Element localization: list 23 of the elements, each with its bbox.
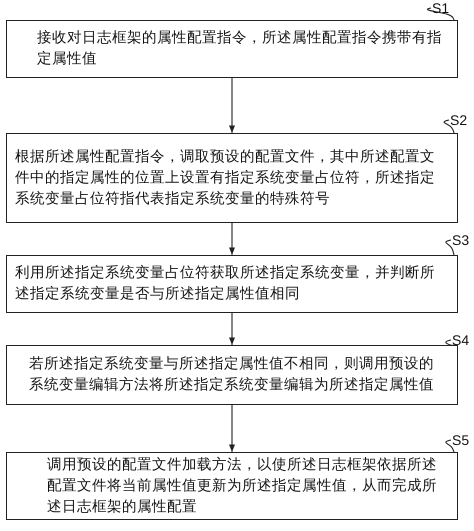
process-box	[6, 345, 458, 405]
step-label: S4	[452, 332, 470, 348]
step-text: 调用预设的配置文件加载方法，以使所述日志框架依据所述配置文件将当前属性值更新为所述指定属性值，从而完成所述日志框架的属性配置	[47, 456, 438, 516]
step-label: S3	[452, 232, 470, 248]
step-text: 根据所述属性配置指令，调取预设的配置文件，其中所述配置文件中的指定属性的位置上设置有指定系统变量占位符，所述指定系统变量占位符指代表指定系统变量的特殊符号	[15, 148, 436, 208]
leader-line	[445, 239, 455, 256]
step-text: 接收对日志框架的属性配置指令，所述属性配置指令携带有指定属性值	[37, 29, 443, 69]
leader-line	[445, 339, 454, 346]
process-box	[6, 255, 458, 313]
arrow	[228, 78, 236, 133]
step-text: 若所述指定系统变量与所述指定属性值不相同，则调用预设的系统变量编辑方法将所述指定系统变量编辑为所述指定属性值	[29, 354, 435, 395]
arrow	[228, 223, 236, 255]
leader-line	[445, 439, 455, 452]
step-label: S2	[450, 112, 468, 128]
process-box	[6, 133, 458, 223]
step-label: S5	[452, 432, 470, 448]
process-box	[6, 452, 458, 520]
process-box	[6, 20, 458, 78]
step-label: S1	[432, 0, 450, 16]
arrow	[228, 405, 236, 452]
leader-line	[444, 119, 455, 134]
arrow	[228, 313, 236, 345]
step-text: 利用所述指定系统变量占位符获取所述指定系统变量，并判断所述指定系统变量是否与所述指定属性值相同	[15, 264, 436, 304]
